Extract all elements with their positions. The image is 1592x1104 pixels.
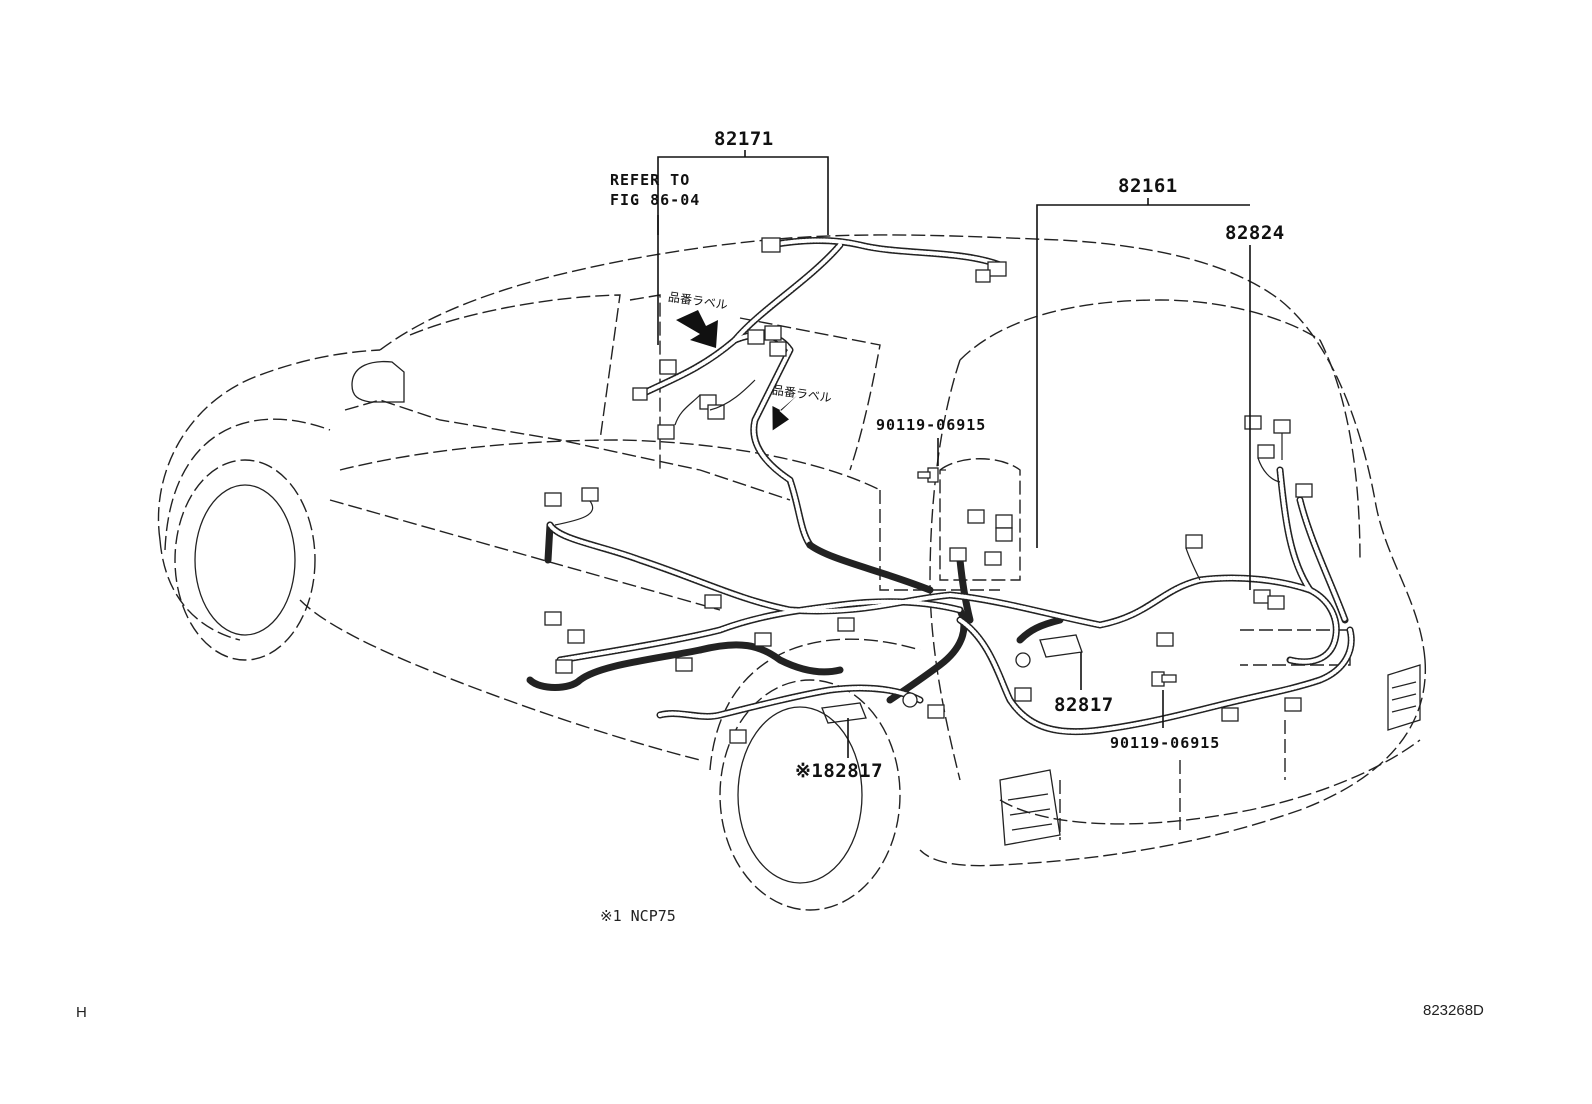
part-number-82817-ncp75: ※182817 (795, 760, 884, 782)
bolt-lower-icon (1151, 671, 1177, 687)
part-number-82817: 82817 (1054, 694, 1114, 716)
bolt-upper-icon (917, 467, 946, 483)
car-body-outline (157, 234, 1426, 867)
floor-harness-82161 (526, 466, 1355, 736)
roof-harness-82171 (632, 237, 1007, 549)
bolt-part-number-upper: 90119-06915 (876, 416, 987, 434)
label-arrow-1 (676, 310, 718, 348)
part-number-82824: 82824 (1225, 222, 1285, 244)
label-patch-82817-ncp75 (821, 702, 867, 724)
tail-lamp-right (1387, 664, 1421, 731)
refer-line-1: REFER TO (610, 171, 691, 189)
bolt-part-number-lower: 90119-06915 (1110, 734, 1221, 752)
refer-line-2: FIG 86-04 (610, 191, 701, 209)
front-wheel (164, 418, 331, 661)
corner-mark: H (76, 1004, 87, 1021)
part-number-82161: 82161 (1118, 175, 1178, 197)
part-number-82171: 82171 (714, 128, 774, 150)
leader-lines (657, 150, 1251, 758)
figure-code: 823268D (1423, 1002, 1484, 1019)
label-arrow-2 (772, 395, 797, 431)
label-patch-82817 (1039, 634, 1083, 658)
rear-reflector (999, 769, 1061, 846)
floor-connectors (544, 415, 1313, 744)
footnote-ncp75: ※1 NCP75 (600, 907, 676, 925)
rear-wheel (709, 638, 921, 911)
side-mirror (351, 360, 405, 403)
